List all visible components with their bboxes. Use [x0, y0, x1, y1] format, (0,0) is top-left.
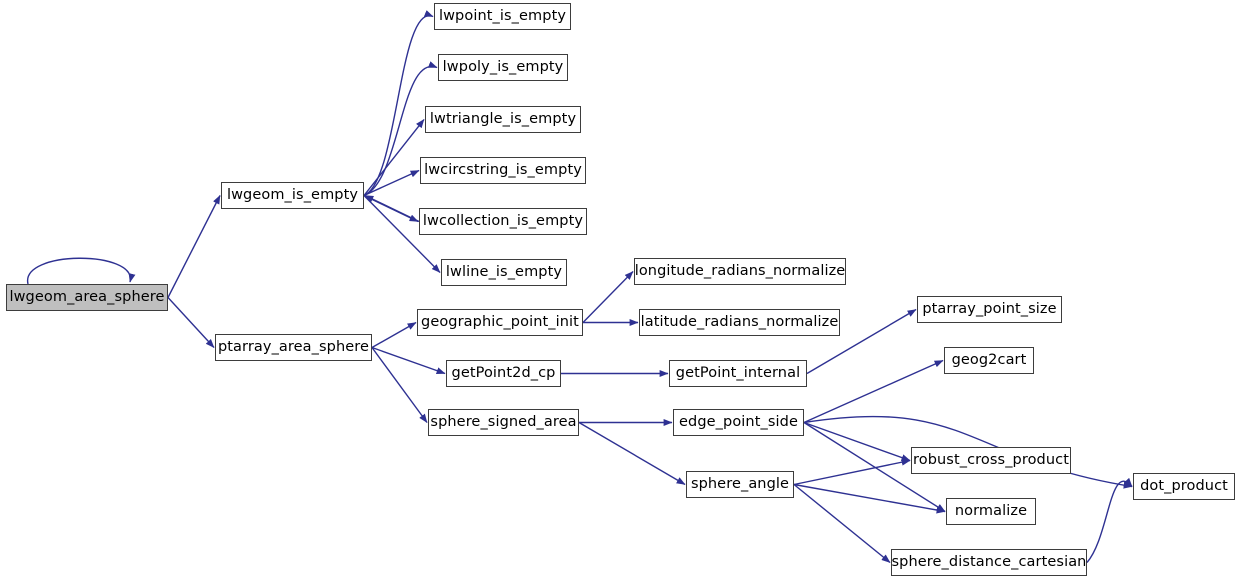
- graph-node-label: geog2cart: [951, 352, 1027, 369]
- graph-edge-sphere_signed_area-to-sphere_angle: [578, 421, 686, 486]
- graph-node-robust_cross_product[interactable]: robust_cross_product: [911, 447, 1071, 474]
- graph-node-label: sphere_signed_area: [430, 414, 577, 431]
- graph-node-label: getPoint_internal: [675, 365, 801, 382]
- graph-node-label: sphere_distance_cartesian: [891, 554, 1087, 571]
- graph-edge-ptarray_area_sphere-to-geographic_point_init: [371, 321, 417, 349]
- graph-edge-lwgeom_area_sphere-to-lwgeom_is_empty: [167, 194, 221, 298]
- graph-node-getPoint_internal[interactable]: getPoint_internal: [669, 360, 807, 387]
- graph-node-lwcircstring_is_empty[interactable]: lwcircstring_is_empty: [420, 157, 586, 184]
- graph-node-label: lwpoly_is_empty: [442, 59, 564, 76]
- graph-edge-lwgeom_area_sphere-to-lwgeom_area_sphere: [27, 257, 136, 285]
- graph-node-lwcollection_is_empty[interactable]: lwcollection_is_empty: [419, 208, 587, 235]
- graph-node-lwgeom_area_sphere[interactable]: lwgeom_area_sphere: [6, 284, 168, 311]
- graph-node-geographic_point_init[interactable]: geographic_point_init: [417, 309, 583, 336]
- graph-node-label: lwcircstring_is_empty: [424, 162, 582, 179]
- graph-node-longitude_radians_normalize[interactable]: longitude_radians_normalize: [634, 258, 846, 285]
- graph-node-label: lwline_is_empty: [445, 264, 563, 281]
- graph-node-label: robust_cross_product: [913, 452, 1070, 469]
- graph-edge-ptarray_area_sphere-to-getPoint2d_cp: [371, 346, 446, 375]
- graph-node-latitude_radians_normalize[interactable]: latitude_radians_normalize: [639, 309, 840, 336]
- graph-node-edge_point_side[interactable]: edge_point_side: [673, 409, 804, 436]
- graph-node-geog2cart[interactable]: geog2cart: [944, 347, 1034, 374]
- graph-node-lwtriangle_is_empty[interactable]: lwtriangle_is_empty: [425, 106, 581, 133]
- graph-node-label: geographic_point_init: [421, 314, 579, 331]
- graph-edge-lwgeom_area_sphere-to-ptarray_area_sphere: [167, 297, 215, 348]
- graph-node-label: lwgeom_area_sphere: [9, 289, 165, 306]
- graph-edge-sphere_angle-to-normalize: [793, 483, 946, 514]
- graph-node-label: dot_product: [1140, 478, 1228, 495]
- graph-node-label: lwpoint_is_empty: [438, 8, 567, 25]
- graph-node-label: sphere_angle: [690, 476, 790, 493]
- graph-node-ptarray_point_size[interactable]: ptarray_point_size: [917, 296, 1062, 323]
- graph-edge-ptarray_area_sphere-to-sphere_signed_area: [371, 347, 428, 423]
- graph-node-dot_product[interactable]: dot_product: [1133, 473, 1235, 500]
- graph-node-label: getPoint2d_cp: [451, 365, 556, 382]
- graph-edge-geographic_point_init-to-longitude_radians_normalize: [582, 271, 634, 323]
- graph-node-label: lwcollection_is_empty: [422, 213, 584, 230]
- graph-node-label: edge_point_side: [679, 414, 798, 431]
- graph-node-label: ptarray_area_sphere: [217, 339, 370, 356]
- graph-node-lwpoint_is_empty[interactable]: lwpoint_is_empty: [434, 3, 571, 30]
- graph-node-label: lwtriangle_is_empty: [429, 111, 577, 128]
- graph-node-sphere_angle[interactable]: sphere_angle: [686, 471, 794, 498]
- graph-edge-edge_point_side-to-robust_cross_product: [803, 421, 911, 462]
- graph-edge-lwcollection_is_empty-to-lwgeom_is_empty: [364, 194, 420, 223]
- graph-node-sphere_signed_area[interactable]: sphere_signed_area: [428, 409, 579, 436]
- graph-edge-edge_point_side-to-geog2cart: [803, 359, 944, 424]
- graph-node-normalize[interactable]: normalize: [946, 498, 1036, 525]
- graph-node-lwpoly_is_empty[interactable]: lwpoly_is_empty: [438, 54, 568, 81]
- graph-node-lwgeom_is_empty[interactable]: lwgeom_is_empty: [221, 182, 364, 209]
- graph-node-label: ptarray_point_size: [922, 301, 1057, 318]
- graph-node-label: normalize: [954, 503, 1028, 520]
- graph-edge-sphere_angle-to-robust_cross_product: [793, 458, 911, 486]
- graph-node-getPoint2d_cp[interactable]: getPoint2d_cp: [446, 360, 561, 387]
- graph-edge-sphere_distance_cartesian-to-dot_product: [1086, 477, 1133, 563]
- graph-node-lwline_is_empty[interactable]: lwline_is_empty: [441, 259, 567, 286]
- graph-edge-lwgeom_is_empty-to-lwcollection_is_empty: [363, 194, 419, 223]
- graph-node-sphere_distance_cartesian[interactable]: sphere_distance_cartesian: [891, 549, 1087, 576]
- graph-edge-sphere_angle-to-sphere_distance_cartesian: [793, 483, 891, 564]
- graph-node-label: longitude_radians_normalize: [634, 263, 846, 280]
- graph-node-label: lwgeom_is_empty: [226, 187, 359, 204]
- graph-node-label: latitude_radians_normalize: [640, 314, 839, 331]
- graph-edge-lwgeom_is_empty-to-lwtriangle_is_empty: [363, 119, 425, 196]
- graph-edge-lwgeom_is_empty-to-lwcircstring_is_empty: [363, 169, 420, 197]
- graph-node-ptarray_area_sphere[interactable]: ptarray_area_sphere: [215, 334, 372, 361]
